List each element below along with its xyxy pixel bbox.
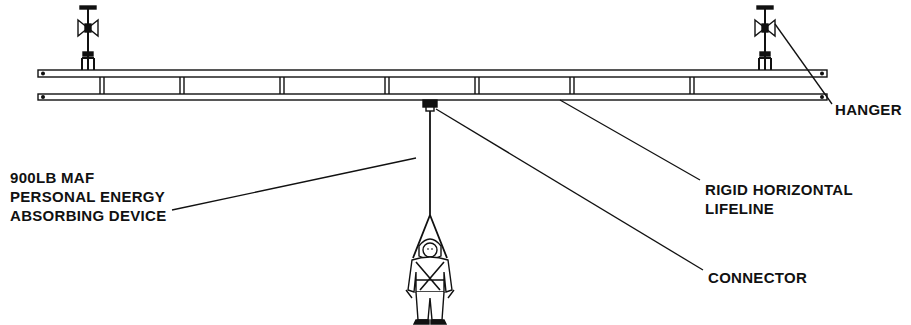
worker-figure (406, 239, 454, 324)
callout-label: 900LB MAF PERSONAL ENERGY ABSORBING DEVI… (10, 168, 176, 225)
rail-divider (279, 77, 280, 94)
leader-line (560, 100, 700, 180)
leader-line (436, 109, 703, 270)
rail-divider (103, 77, 104, 94)
rail-divider (283, 77, 284, 94)
rail-divider (388, 77, 389, 94)
leader-line (775, 24, 832, 104)
callout-label: HANGER (835, 100, 907, 119)
callout-label: RIGID HORIZONTAL LIFELINE (705, 180, 895, 218)
callout-label: CONNECTOR (708, 268, 858, 287)
rail-divider (478, 77, 479, 94)
rail-divider (99, 77, 100, 94)
rail-divider (573, 77, 574, 94)
connector-trolley (423, 100, 437, 111)
leader-line (172, 158, 416, 210)
rail-divider (183, 77, 184, 94)
rigid-rail (38, 70, 827, 100)
rail-divider (384, 77, 385, 94)
rail-divider (689, 77, 690, 94)
rail-divider (474, 77, 475, 94)
rail-divider (179, 77, 180, 94)
rail-divider (693, 77, 694, 94)
rail-divider (569, 77, 570, 94)
hanger-right (755, 6, 775, 70)
energy-absorber-lanyard (413, 111, 447, 258)
hanger-left (78, 6, 98, 70)
